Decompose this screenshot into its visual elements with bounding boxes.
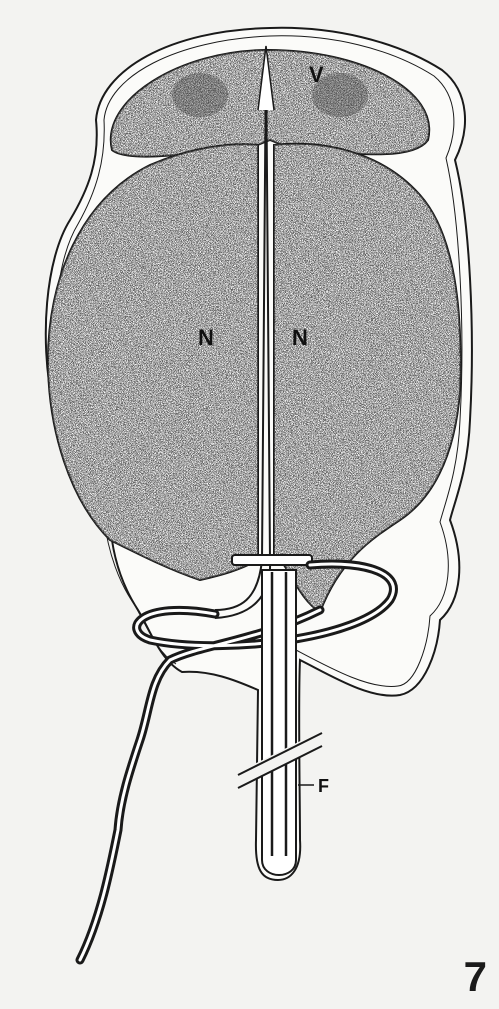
label-vesicle: V [309,62,324,87]
label-nucleus-right: N [292,325,308,350]
label-nucleus-left: N [198,325,214,350]
flagellum-shaft [262,570,296,875]
basal-collar [232,555,312,565]
label-flagellum: F [318,776,329,796]
figure-number: 7 [464,953,487,1001]
